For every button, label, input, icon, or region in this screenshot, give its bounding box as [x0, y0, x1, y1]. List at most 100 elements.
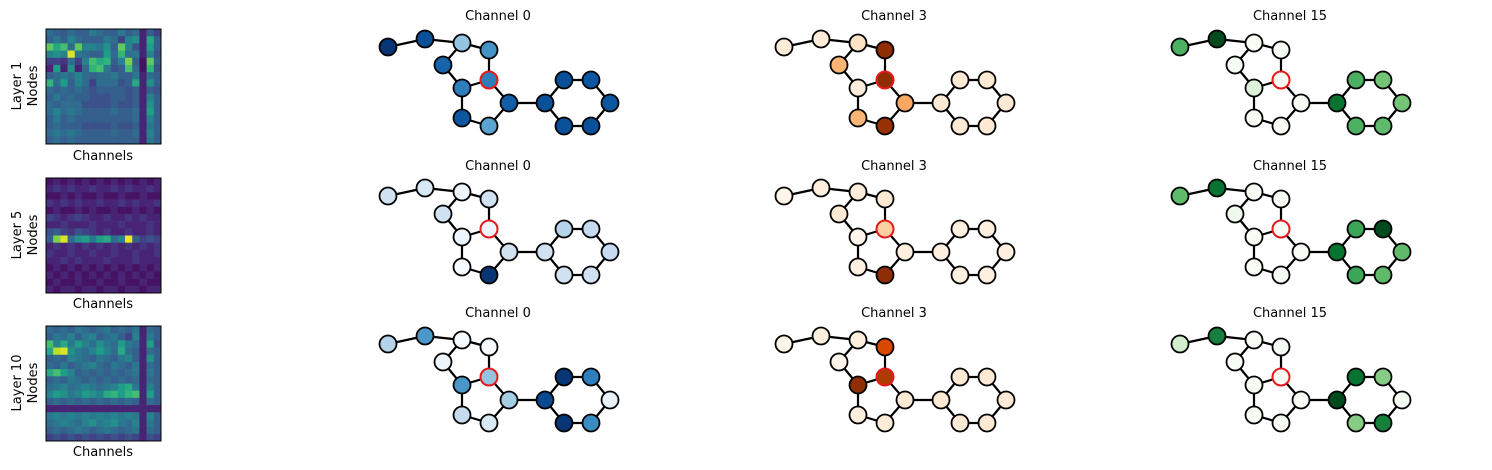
heatmap-cell: [110, 206, 119, 215]
heatmap-cell: [146, 221, 155, 229]
heatmap-cell: [96, 100, 104, 109]
graph-node: [1170, 37, 1190, 57]
heatmap-cell: [125, 376, 133, 384]
heatmap-cell: [117, 426, 126, 435]
heatmap-cell: [110, 326, 119, 334]
heatmap-cell: [146, 426, 155, 435]
heatmap-cell: [117, 278, 126, 287]
heatmap-cell: [146, 129, 155, 138]
heatmap-cell: [153, 340, 162, 348]
heatmap-cell: [146, 326, 155, 334]
heatmap-cell: [132, 86, 140, 94]
heatmap-cell: [110, 376, 119, 384]
heatmap-cell: [96, 354, 104, 363]
heatmap-cell: [60, 271, 68, 279]
heatmap-cell: [74, 278, 83, 287]
heatmap-cell: [117, 285, 126, 294]
heatmap-cell: [89, 347, 97, 356]
heatmap-cell: [89, 412, 97, 420]
heatmap-cell: [89, 405, 97, 413]
heatmap-cell: [74, 206, 83, 215]
heatmap-cell: [81, 93, 90, 102]
heatmap-cell: [81, 178, 90, 186]
heatmap-cell: [60, 213, 68, 222]
heatmap-cell: [139, 199, 147, 208]
heatmap-cell: [46, 64, 54, 73]
heatmap-cell: [110, 235, 119, 243]
heatmap-cell: [146, 192, 155, 200]
heatmap-cell: [125, 397, 133, 406]
heatmap-cell: [67, 129, 76, 138]
heatmap-cell: [153, 122, 162, 130]
heatmap-cell: [132, 57, 140, 66]
graph-node: [996, 390, 1016, 410]
heatmap-cell: [74, 192, 83, 200]
heatmap-cell: [139, 93, 147, 102]
heatmap-cell: [74, 369, 83, 377]
heatmap-cell: [125, 199, 133, 208]
heatmap-cell: [89, 221, 97, 229]
heatmap-cell: [117, 192, 126, 200]
heatmap-cell: [132, 185, 140, 193]
heatmap-cell: [125, 221, 133, 229]
graph-node: [479, 116, 499, 136]
heatmap-cell: [60, 412, 68, 420]
heatmap-cell: [74, 249, 83, 258]
graph-node: [554, 413, 574, 433]
heatmap-cell: [74, 333, 83, 341]
heatmap-cell: [96, 326, 104, 334]
heatmap-cell: [81, 100, 90, 109]
heatmap-cell: [139, 405, 147, 413]
heatmap-cell: [53, 213, 61, 222]
heatmap-cell: [81, 79, 90, 87]
heatmap-cell: [103, 115, 111, 123]
graph-node: [1244, 182, 1264, 202]
heatmap-cell: [132, 397, 140, 406]
heatmap-cell: [146, 50, 155, 59]
panel-title: Channel 15: [1253, 306, 1327, 321]
heatmap-cell: [60, 192, 68, 200]
heatmap-cell: [139, 221, 147, 229]
panel-title: Channel 3: [861, 159, 927, 174]
panel-title: Channel 0: [465, 159, 531, 174]
heatmap-cell: [153, 242, 162, 251]
heatmap-cell: [103, 185, 111, 193]
heatmap-cell: [132, 108, 140, 116]
heatmap-cell: [53, 354, 61, 363]
graph-node: [1392, 93, 1412, 113]
heatmap-cell: [67, 115, 76, 123]
heatmap-cell: [89, 271, 97, 279]
heatmap-cell: [117, 405, 126, 413]
heatmap-cell: [146, 278, 155, 287]
heatmap-cell: [74, 228, 83, 236]
heatmap-cell: [139, 383, 147, 391]
heatmap-cell: [67, 57, 76, 66]
heatmap-cell: [74, 50, 83, 59]
graph-node: [950, 219, 970, 239]
heatmap-cell: [96, 285, 104, 294]
heatmap-cell: [153, 405, 162, 413]
heatmap-cell: [146, 235, 155, 243]
heatmap-cell: [46, 397, 54, 406]
heatmap-cell: [103, 347, 111, 356]
heatmap-cell: [67, 242, 76, 251]
heatmap-cell: [89, 390, 97, 399]
heatmap-cell: [89, 419, 97, 427]
heatmap-cell: [132, 79, 140, 87]
graph-node: [848, 375, 868, 395]
heatmap-cell: [60, 361, 68, 370]
heatmap-cell: [103, 376, 111, 384]
heatmap-cell: [139, 376, 147, 384]
heatmap-cell: [60, 122, 68, 130]
heatmap-cell: [74, 115, 83, 123]
heatmap-cell: [110, 192, 119, 200]
heatmap-cell: [46, 405, 54, 413]
heatmap-cell: [74, 426, 83, 435]
heatmap-cell: [125, 108, 133, 116]
heatmap-cell: [60, 57, 68, 66]
heatmap-cell: [139, 249, 147, 258]
heatmap-cell: [96, 383, 104, 391]
heatmap-cell: [74, 79, 83, 87]
heatmap-cell: [67, 369, 76, 377]
heatmap-cell: [139, 72, 147, 80]
